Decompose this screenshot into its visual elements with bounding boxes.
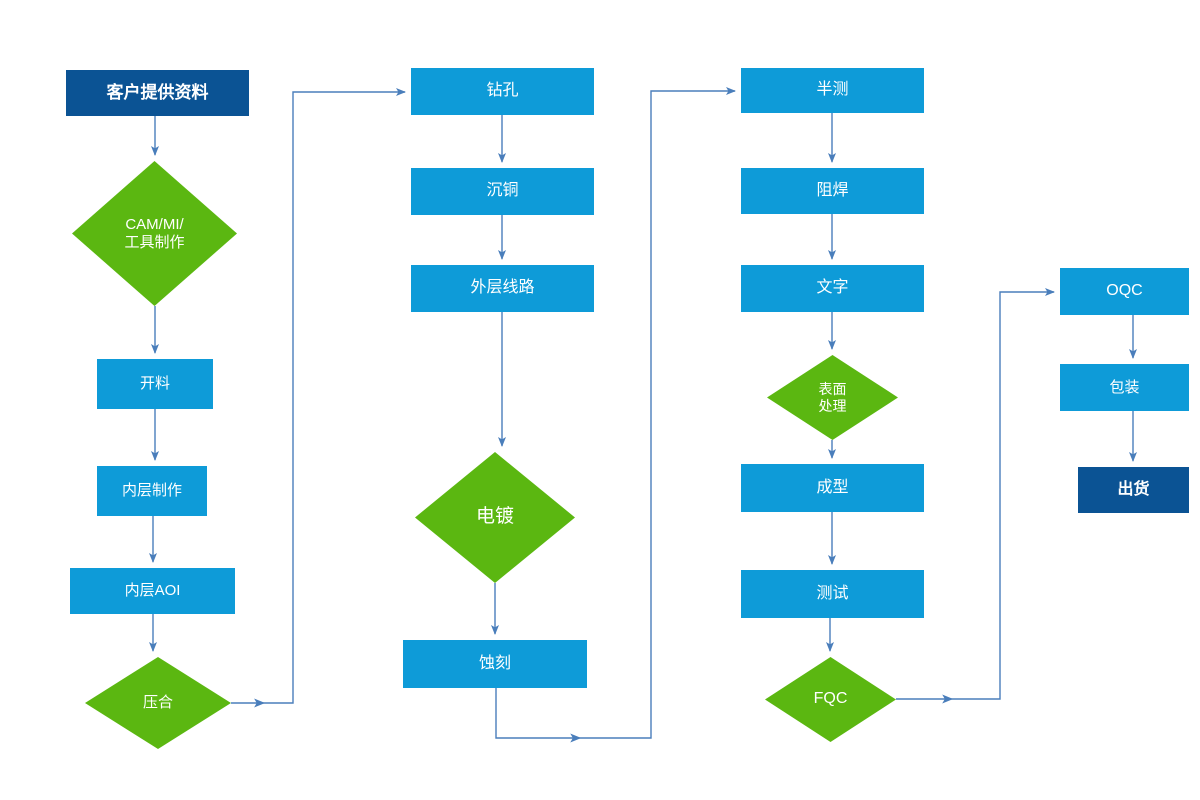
flow-node-n3[interactable]: 开料 bbox=[97, 359, 213, 409]
flow-node-label: 内层制作 bbox=[121, 482, 182, 500]
flow-node-label: 开料 bbox=[139, 375, 170, 393]
flow-node-label: CAM/MI/ 工具制作 bbox=[124, 215, 185, 251]
flow-node-label: 蚀刻 bbox=[478, 654, 511, 672]
flow-node-n19[interactable]: OQC bbox=[1060, 268, 1189, 315]
flow-node-label: 钻孔 bbox=[486, 82, 519, 100]
flow-node-n17[interactable]: 测试 bbox=[741, 570, 924, 618]
connector-arrow-marker bbox=[254, 698, 266, 708]
flow-node-n1[interactable]: 客户提供资料 bbox=[66, 70, 249, 116]
flow-node-n5[interactable]: 内层AOI bbox=[70, 568, 235, 614]
edge-paths bbox=[149, 87, 1137, 739]
flow-node-label: 半测 bbox=[816, 81, 849, 99]
flow-node-n16[interactable]: 成型 bbox=[741, 464, 924, 512]
connector-n6-to-n7 bbox=[231, 88, 406, 704]
flow-node-label: 电镀 bbox=[475, 506, 514, 528]
flow-node-n4[interactable]: 内层制作 bbox=[97, 466, 207, 516]
flow-node-label: 内层AOI bbox=[124, 582, 181, 600]
flow-node-label: 文字 bbox=[816, 279, 849, 297]
flow-node-n10[interactable]: 电镀 bbox=[415, 452, 575, 583]
flow-node-n15[interactable]: 表面 处理 bbox=[767, 355, 898, 440]
flow-node-label: 测试 bbox=[816, 584, 849, 602]
flow-node-n20[interactable]: 包装 bbox=[1060, 364, 1189, 411]
flow-node-n14[interactable]: 文字 bbox=[741, 265, 924, 312]
flow-node-label: 外层线路 bbox=[470, 279, 535, 297]
flow-node-n6[interactable]: 压合 bbox=[85, 657, 231, 749]
flow-node-n8[interactable]: 沉铜 bbox=[411, 168, 594, 215]
flow-node-label: FQC bbox=[813, 690, 848, 708]
flow-node-n11[interactable]: 蚀刻 bbox=[403, 640, 587, 688]
flow-node-label: 出货 bbox=[1117, 480, 1150, 498]
flow-node-label: 阻焊 bbox=[816, 181, 849, 199]
flow-node-n18[interactable]: FQC bbox=[765, 657, 896, 742]
flow-node-label: 成型 bbox=[816, 478, 849, 496]
flow-node-n7[interactable]: 钻孔 bbox=[411, 68, 594, 115]
flow-node-label: 压合 bbox=[142, 694, 173, 712]
flow-node-n12[interactable]: 半测 bbox=[741, 68, 924, 113]
flow-node-n2[interactable]: CAM/MI/ 工具制作 bbox=[72, 161, 237, 306]
flow-node-n13[interactable]: 阻焊 bbox=[741, 168, 924, 214]
flow-node-n9[interactable]: 外层线路 bbox=[411, 265, 594, 312]
connector-arrow-marker bbox=[942, 694, 954, 704]
connector-arrow-marker bbox=[570, 733, 582, 743]
flow-node-label: 沉铜 bbox=[486, 182, 519, 200]
flow-node-label: 表面 处理 bbox=[818, 380, 847, 414]
flow-node-n21[interactable]: 出货 bbox=[1078, 467, 1189, 513]
flow-node-label: 包装 bbox=[1109, 378, 1140, 396]
flow-node-label: OQC bbox=[1106, 282, 1143, 300]
flow-node-label: 客户提供资料 bbox=[106, 82, 209, 102]
